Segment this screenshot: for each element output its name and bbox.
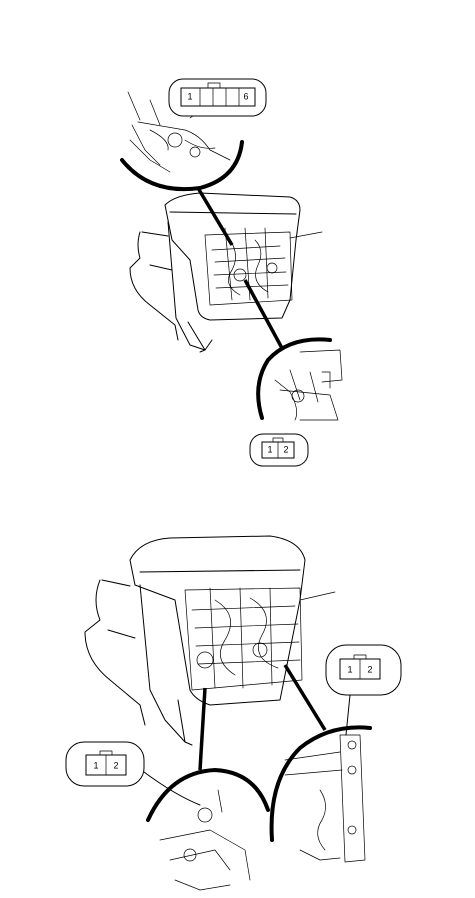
bottom-left-detail — [146, 767, 270, 891]
connector-top-upper-pin-6: 6 — [243, 91, 248, 101]
connector-bottom-right-pin-1: 1 — [347, 664, 352, 674]
connector-top-lower-pin-1: 1 — [267, 444, 272, 454]
connector-top-upper: 1 6 — [168, 78, 267, 117]
connector-top-lower: 1 2 — [249, 433, 309, 467]
bottom-seat-illustration — [84, 535, 336, 746]
connector-top-lower-pin-2: 2 — [283, 444, 288, 454]
bottom-leader-left — [198, 687, 207, 771]
connector-bottom-right-pin-2: 2 — [367, 664, 372, 674]
connector-bottom-left-pin-1: 1 — [93, 760, 98, 770]
top-leader-lower — [243, 279, 285, 351]
connector-bottom-left: 1 2 — [65, 741, 145, 787]
top-seat-illustration — [129, 192, 323, 353]
connector-bottom-right: 1 2 — [325, 644, 402, 696]
connector-bottom-left-leader — [143, 771, 201, 806]
top-leader-upper — [196, 187, 234, 246]
connector-bottom-left-pin-2: 2 — [113, 760, 118, 770]
connector-top-upper-pin-1: 1 — [187, 91, 192, 101]
bottom-leader-right — [283, 664, 327, 731]
bottom-right-detail — [269, 725, 372, 863]
top-lower-detail — [256, 337, 343, 421]
